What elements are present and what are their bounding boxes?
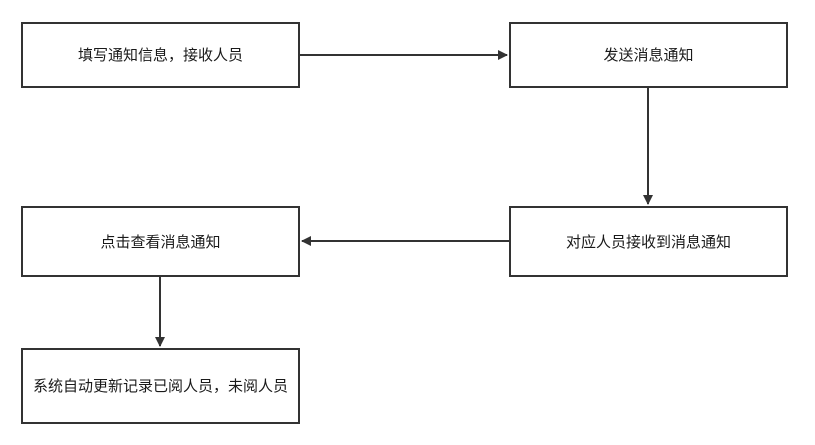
node-fill-notice-info[interactable]: 填写通知信息，接收人员: [21, 22, 300, 88]
node-label: 发送消息通知: [603, 46, 694, 64]
node-label: 系统自动更新记录已阅人员，未阅人员: [33, 377, 289, 395]
node-auto-update-records[interactable]: 系统自动更新记录已阅人员，未阅人员: [21, 348, 300, 424]
node-click-view-notice[interactable]: 点击查看消息通知: [21, 206, 300, 277]
node-label: 点击查看消息通知: [100, 232, 221, 251]
node-label: 填写通知信息，接收人员: [77, 46, 243, 64]
node-label: 对应人员接收到消息通知: [565, 232, 731, 251]
node-recipients-receive[interactable]: 对应人员接收到消息通知: [509, 206, 788, 277]
node-send-notice[interactable]: 发送消息通知: [509, 22, 788, 88]
